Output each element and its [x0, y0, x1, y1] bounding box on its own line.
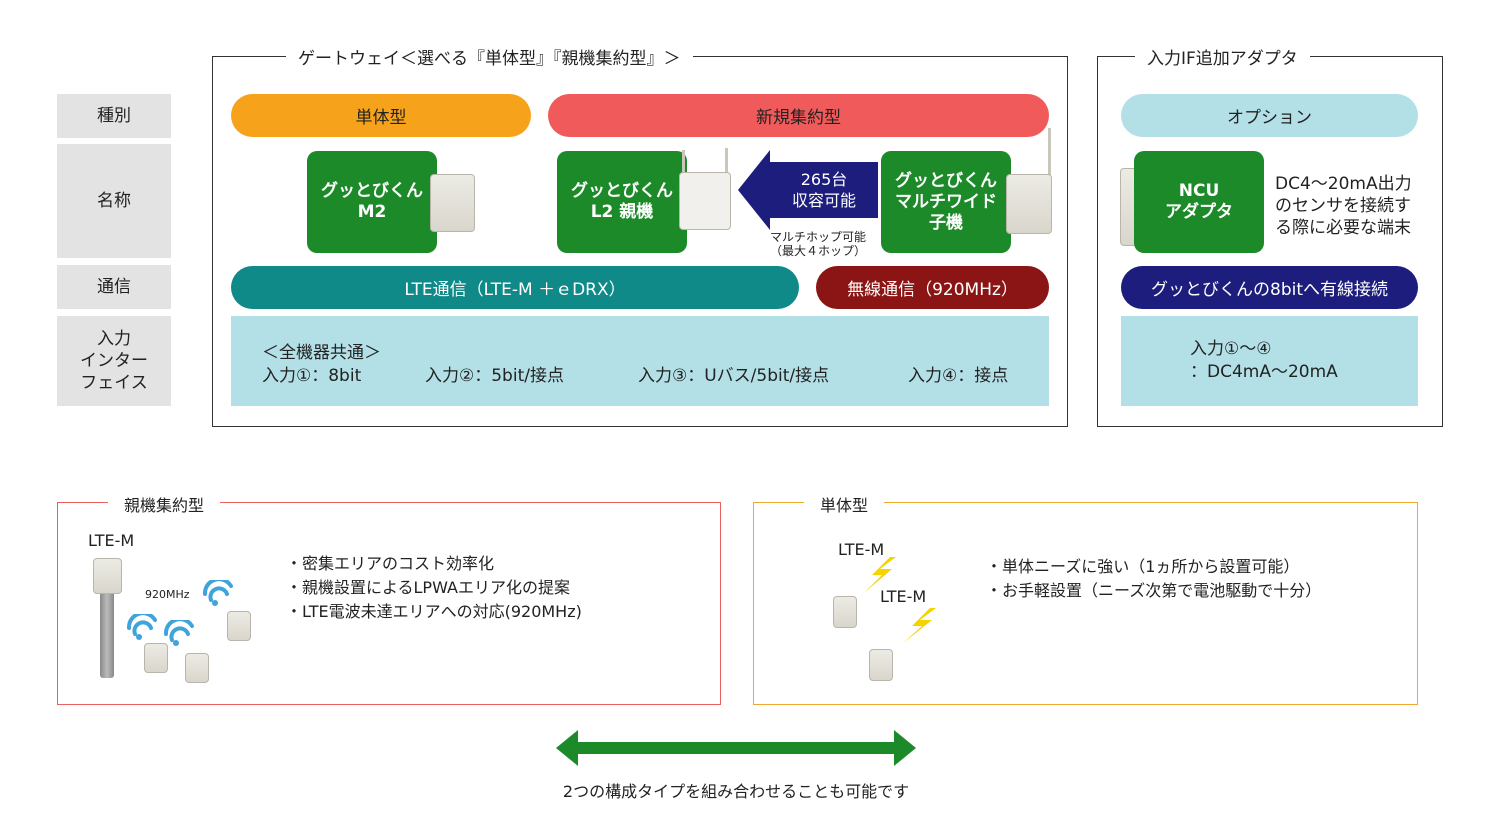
device-l2-antenna-right — [725, 148, 728, 174]
aggregate-parent-device — [93, 558, 122, 594]
row-label-comm: 通信 — [57, 265, 171, 309]
ncu-card: NCU アダプタ — [1134, 151, 1264, 253]
type-aggregate-pill: 新規集約型 — [548, 94, 1049, 137]
device-l2-card: グッとびくん L2 親機 — [557, 151, 687, 253]
panel-single — [753, 502, 1418, 705]
aggregate-bullet-2: ・親機設置によるLPWAエリア化の提案 — [286, 578, 570, 597]
device-l2-image — [679, 172, 731, 230]
adapter-description: DC4～20mA出力 のセンサを接続す る際に必要な端末 — [1275, 174, 1412, 238]
device-multi-image — [1006, 174, 1052, 234]
single-bullet-2: ・お手軽設置（ニーズ次第で電池駆動で十分） — [986, 581, 1322, 600]
comm-wireless-pill: 無線通信（920MHz） — [816, 266, 1049, 309]
row-label-interface: 入力 インター フェイス — [57, 316, 171, 406]
adapter-input-text: 入力①～④ ：DC4mA～20mA — [1190, 339, 1338, 382]
device-l2-antenna-left — [682, 150, 685, 174]
input-4: 入力④：接点 — [908, 366, 1009, 386]
footer-text: 2つの構成タイプを組み合わせることも可能です — [562, 782, 910, 801]
double-arrow-icon — [556, 730, 916, 766]
input-box — [231, 316, 1049, 406]
single-bullet-1: ・単体ニーズに強い（1ヵ所から設置可能） — [986, 557, 1300, 576]
aggregate-lte-label: LTE-M — [88, 531, 135, 550]
pole — [100, 590, 114, 678]
single-device — [833, 596, 857, 628]
single-lte-label-2: LTE-M — [880, 587, 927, 606]
multihop-label: マルチホップ可能 （最大４ホップ） — [769, 230, 866, 258]
capacity-label: 265台 収容可能 — [791, 170, 856, 210]
aggregate-child-device — [227, 611, 251, 641]
input-1: 入力①：8bit — [262, 366, 362, 386]
wifi-icon — [203, 580, 233, 606]
capacity-arrow — [738, 150, 878, 230]
lightning-icon — [902, 608, 936, 644]
type-single-pill: 単体型 — [231, 94, 531, 137]
row-label-name: 名称 — [57, 144, 171, 258]
panel-aggregate — [57, 502, 721, 705]
adapter-title: 入力IF追加アダプタ — [1135, 44, 1310, 69]
adapter-comm-pill: グッとびくんの8bitへ有線接続 — [1121, 266, 1418, 309]
device-multi-card: グッとびくん マルチワイド 子機 — [881, 151, 1011, 253]
aggregate-bullet-3: ・LTE電波未達エリアへの対応(920MHz) — [286, 602, 582, 621]
aggregate-freq-label: 920MHz — [145, 588, 190, 601]
panel-aggregate-title: 親機集約型 — [108, 492, 221, 516]
input-2: 入力②：5bit/接点 — [425, 366, 564, 386]
gateway-title: ゲートウェイ＜選べる『単体型』『親機集約型』＞ — [286, 44, 693, 69]
device-multi-antenna — [1048, 128, 1051, 178]
wifi-icon — [127, 614, 157, 640]
adapter-input-box — [1121, 316, 1418, 406]
adapter-type-pill: オプション — [1121, 94, 1418, 137]
comm-lte-pill: LTE通信（LTE-M ＋ｅDRX） — [231, 266, 799, 309]
panel-single-title: 単体型 — [804, 492, 885, 516]
aggregate-child-device — [144, 643, 168, 673]
wifi-icon — [164, 620, 194, 646]
device-m2-image — [430, 174, 475, 232]
aggregate-bullet-1: ・密集エリアのコスト効率化 — [286, 554, 495, 573]
input-3: 入力③：Uバス/5bit/接点 — [638, 366, 830, 386]
single-device — [869, 649, 893, 681]
aggregate-child-device — [185, 653, 209, 683]
single-lte-label-1: LTE-M — [838, 540, 885, 559]
input-header: ＜全機器共通＞ — [262, 343, 381, 363]
row-label-type: 種別 — [57, 94, 171, 138]
device-m2-card: グッとびくん M2 — [307, 151, 437, 253]
lightning-icon — [864, 557, 896, 593]
